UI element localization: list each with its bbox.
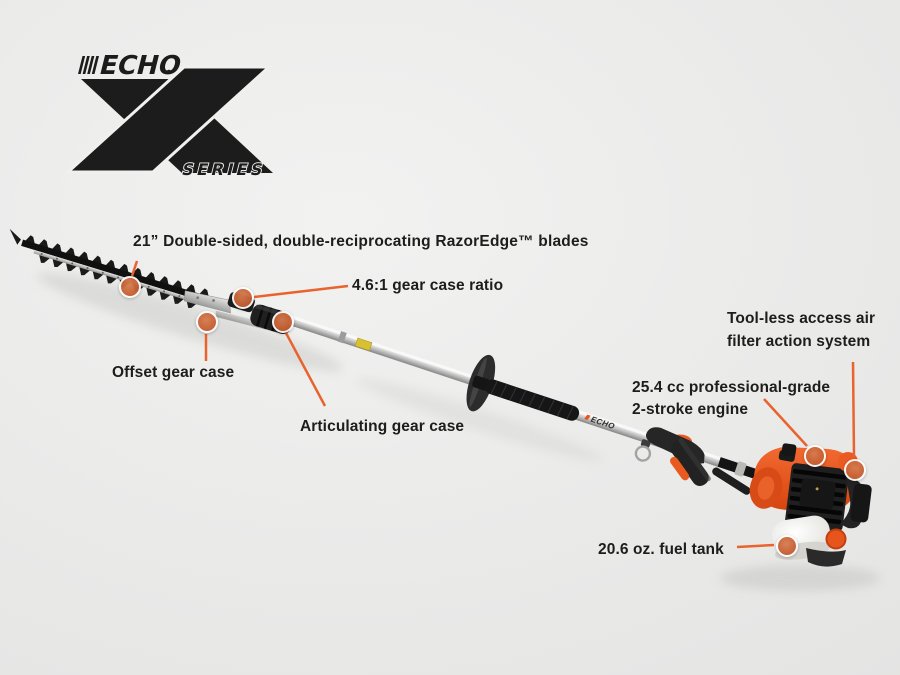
echo-wordmark: ECHO [78, 50, 185, 81]
fuel-cap [826, 529, 846, 549]
shadow-engine [720, 565, 880, 591]
callout-label-articulating: Articulating gear case [300, 418, 465, 435]
shadow-blade [36, 272, 344, 372]
callout-line-articulating [284, 332, 327, 407]
callout-dot-articulating [271, 310, 294, 333]
callout-line-air-filter [851, 361, 856, 458]
callout-dot-air-filter [843, 458, 866, 481]
callout-line-blades [130, 260, 139, 277]
callout-dot-gear-ratio [231, 286, 254, 309]
rear-handle [670, 438, 711, 487]
callout-label-fuel-tank: 20.6 oz. fuel tank [598, 541, 724, 558]
callout-dot-engine [803, 444, 826, 467]
logo-brand-text: ECHO [96, 50, 184, 81]
callout-label-gear-ratio: 4.6:1 gear case ratio [352, 277, 504, 294]
callout-line-gear-ratio [253, 284, 349, 299]
shadow-shaft [356, 378, 604, 462]
callout-line-fuel-tank [736, 543, 775, 549]
callout-label-offset: Offset gear case [112, 364, 235, 381]
callout-dot-offset [195, 310, 218, 333]
logo-x-slash [64, 65, 273, 174]
callout-line-engine [763, 398, 808, 447]
callout-dot-fuel-tank [775, 534, 798, 557]
callout-label-blades: 21” Double-sided, double-reciprocating R… [133, 233, 589, 250]
shaft-assembly: ECHO [288, 315, 778, 495]
hanger-ring [634, 445, 652, 462]
logo-series-text: SERIES [180, 160, 268, 179]
callout-label-air-filter: Tool-less access air filter action syste… [727, 310, 876, 350]
callout-dot-blades [118, 275, 141, 298]
callout-label-engine: 25.4 cc professional-grade 2-stroke engi… [632, 379, 831, 418]
